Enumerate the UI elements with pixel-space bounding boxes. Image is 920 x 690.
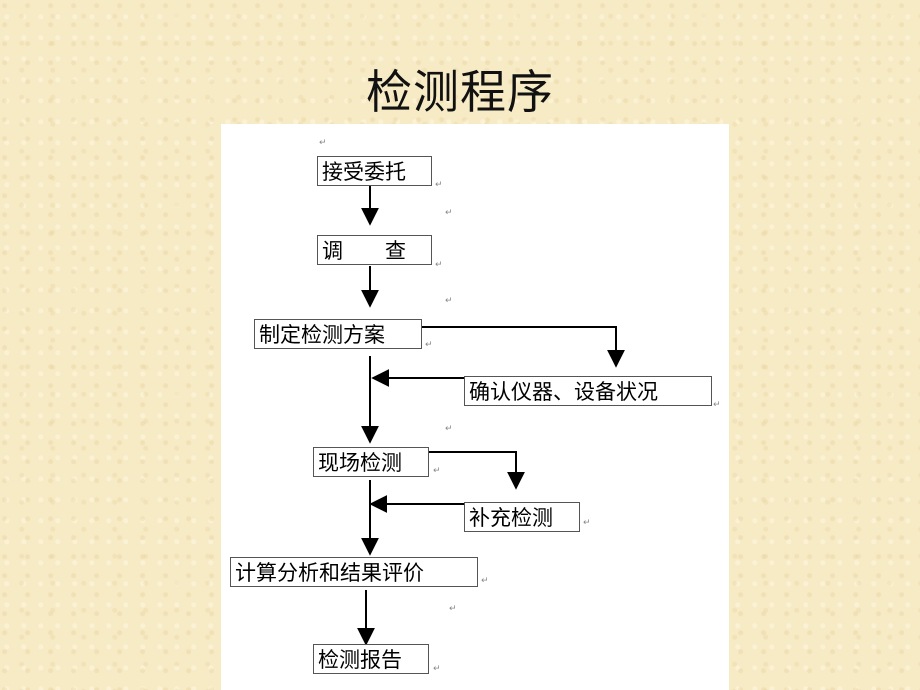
step-evaluate: 计算分析和结果评价 (230, 557, 478, 587)
arrow-plan-to-confirm (421, 326, 625, 368)
step-survey: 调 查 (317, 235, 432, 265)
step-plan: 制定检测方案 (254, 319, 422, 349)
flowchart-panel: 接受委托 调 查 制定检测方案 确认仪器、设备状况 现场检测 补充检测 计算分析… (221, 124, 729, 690)
paragraph-mark: ↵ (713, 400, 721, 410)
paragraph-mark: ↵ (449, 604, 457, 614)
slide-title: 检测程序 (366, 65, 554, 119)
paragraph-mark: ↵ (319, 138, 327, 148)
paragraph-mark: ↵ (445, 296, 453, 306)
paragraph-mark: ↵ (481, 576, 489, 586)
paragraph-mark: ↵ (433, 664, 441, 674)
step-supplement: 补充检测 (464, 502, 580, 532)
step-onsite: 现场检测 (313, 447, 429, 477)
paragraph-mark: ↵ (425, 340, 433, 350)
flowchart-connectors (357, 186, 625, 646)
step-report: 检测报告 (313, 644, 429, 674)
paragraph-mark: ↵ (445, 208, 453, 218)
paragraph-mark: ↵ (435, 180, 443, 190)
paragraph-mark: ↵ (433, 466, 441, 476)
step-confirm-equipment: 确认仪器、设备状况 (464, 376, 712, 406)
arrow-onsite-to-supplement (426, 451, 525, 490)
paragraph-mark: ↵ (445, 424, 453, 434)
step-accept: 接受委托 (317, 156, 432, 186)
paragraph-mark: ↵ (583, 518, 591, 528)
paragraph-mark: ↵ (435, 260, 443, 270)
